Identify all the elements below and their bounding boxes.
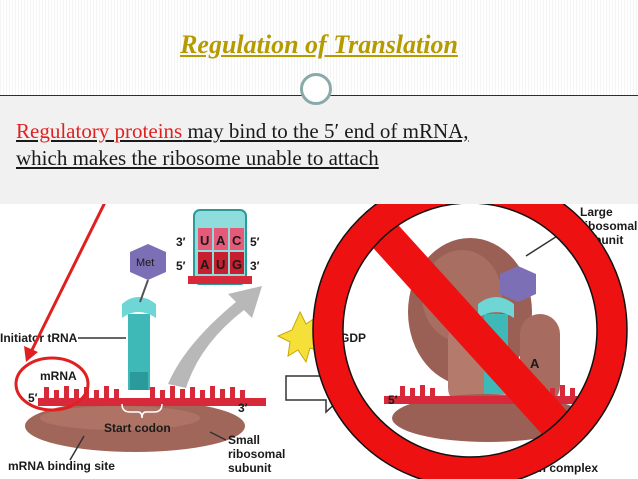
highlight-regulatory-proteins: Regulatory proteins bbox=[16, 119, 183, 143]
codon-g: G bbox=[232, 257, 242, 272]
small-subunit-label-3: subunit bbox=[228, 461, 271, 475]
codon-3-prime-top: 3′ bbox=[176, 235, 186, 249]
codon-magnified bbox=[188, 209, 252, 285]
anticodon-u: U bbox=[200, 233, 209, 248]
codon-5-prime-top: 5′ bbox=[250, 235, 260, 249]
anticodon-c: C bbox=[232, 233, 242, 248]
codon-a: A bbox=[200, 257, 210, 272]
met-amino-acid bbox=[130, 244, 166, 280]
small-subunit-label: Small bbox=[228, 433, 260, 447]
large-subunit-label: Large bbox=[580, 205, 613, 219]
codon-3-prime-bottom: 3′ bbox=[250, 259, 260, 273]
mrna-3-prime-label: 3′ bbox=[238, 401, 248, 415]
prohibition-sign bbox=[312, 204, 628, 479]
divider-circle-ornament bbox=[300, 73, 332, 105]
slide-body-text: Regulatory proteins may bind to the 5′ e… bbox=[16, 118, 626, 172]
pointer-arrow bbox=[28, 204, 106, 355]
mrna-5-prime-label: 5′ bbox=[28, 391, 38, 405]
translation-initiation-diagram: Met U A C A U G 3′ 5′ 5′ 3′ Initiator tR… bbox=[0, 204, 637, 479]
anticodon-a: A bbox=[216, 233, 226, 248]
mrna-bases bbox=[44, 386, 245, 399]
gdp-label: GDP bbox=[340, 331, 366, 345]
mrna-binding-site-label: mRNA binding site bbox=[8, 459, 115, 473]
right-5-prime-label: 5′ bbox=[388, 393, 398, 407]
right-met bbox=[500, 266, 536, 302]
text-band-background bbox=[0, 96, 638, 204]
magnify-arrow bbox=[168, 286, 262, 388]
initiator-trna bbox=[122, 297, 156, 390]
body-line1-rest: may bind to the 5′ end of mRNA, bbox=[182, 119, 469, 143]
small-subunit-label-2: ribosomal bbox=[228, 447, 285, 461]
start-codon-label: Start codon bbox=[104, 421, 171, 435]
mrna-highlight-circle bbox=[14, 356, 90, 412]
mrna-strand bbox=[38, 398, 266, 406]
right-mrna-strand bbox=[384, 396, 596, 404]
slide-title: Regulation of Translation bbox=[180, 30, 458, 59]
site-a-label: A bbox=[530, 356, 540, 371]
codon-u: U bbox=[216, 257, 225, 272]
body-line2: which makes the ribosome unable to attac… bbox=[16, 146, 379, 170]
mrna-label: mRNA bbox=[40, 369, 77, 383]
met-label: Met bbox=[136, 257, 154, 269]
codon-5-prime-bottom: 5′ bbox=[176, 259, 186, 273]
large-subunit-label-2: ribosomal bbox=[580, 219, 637, 233]
